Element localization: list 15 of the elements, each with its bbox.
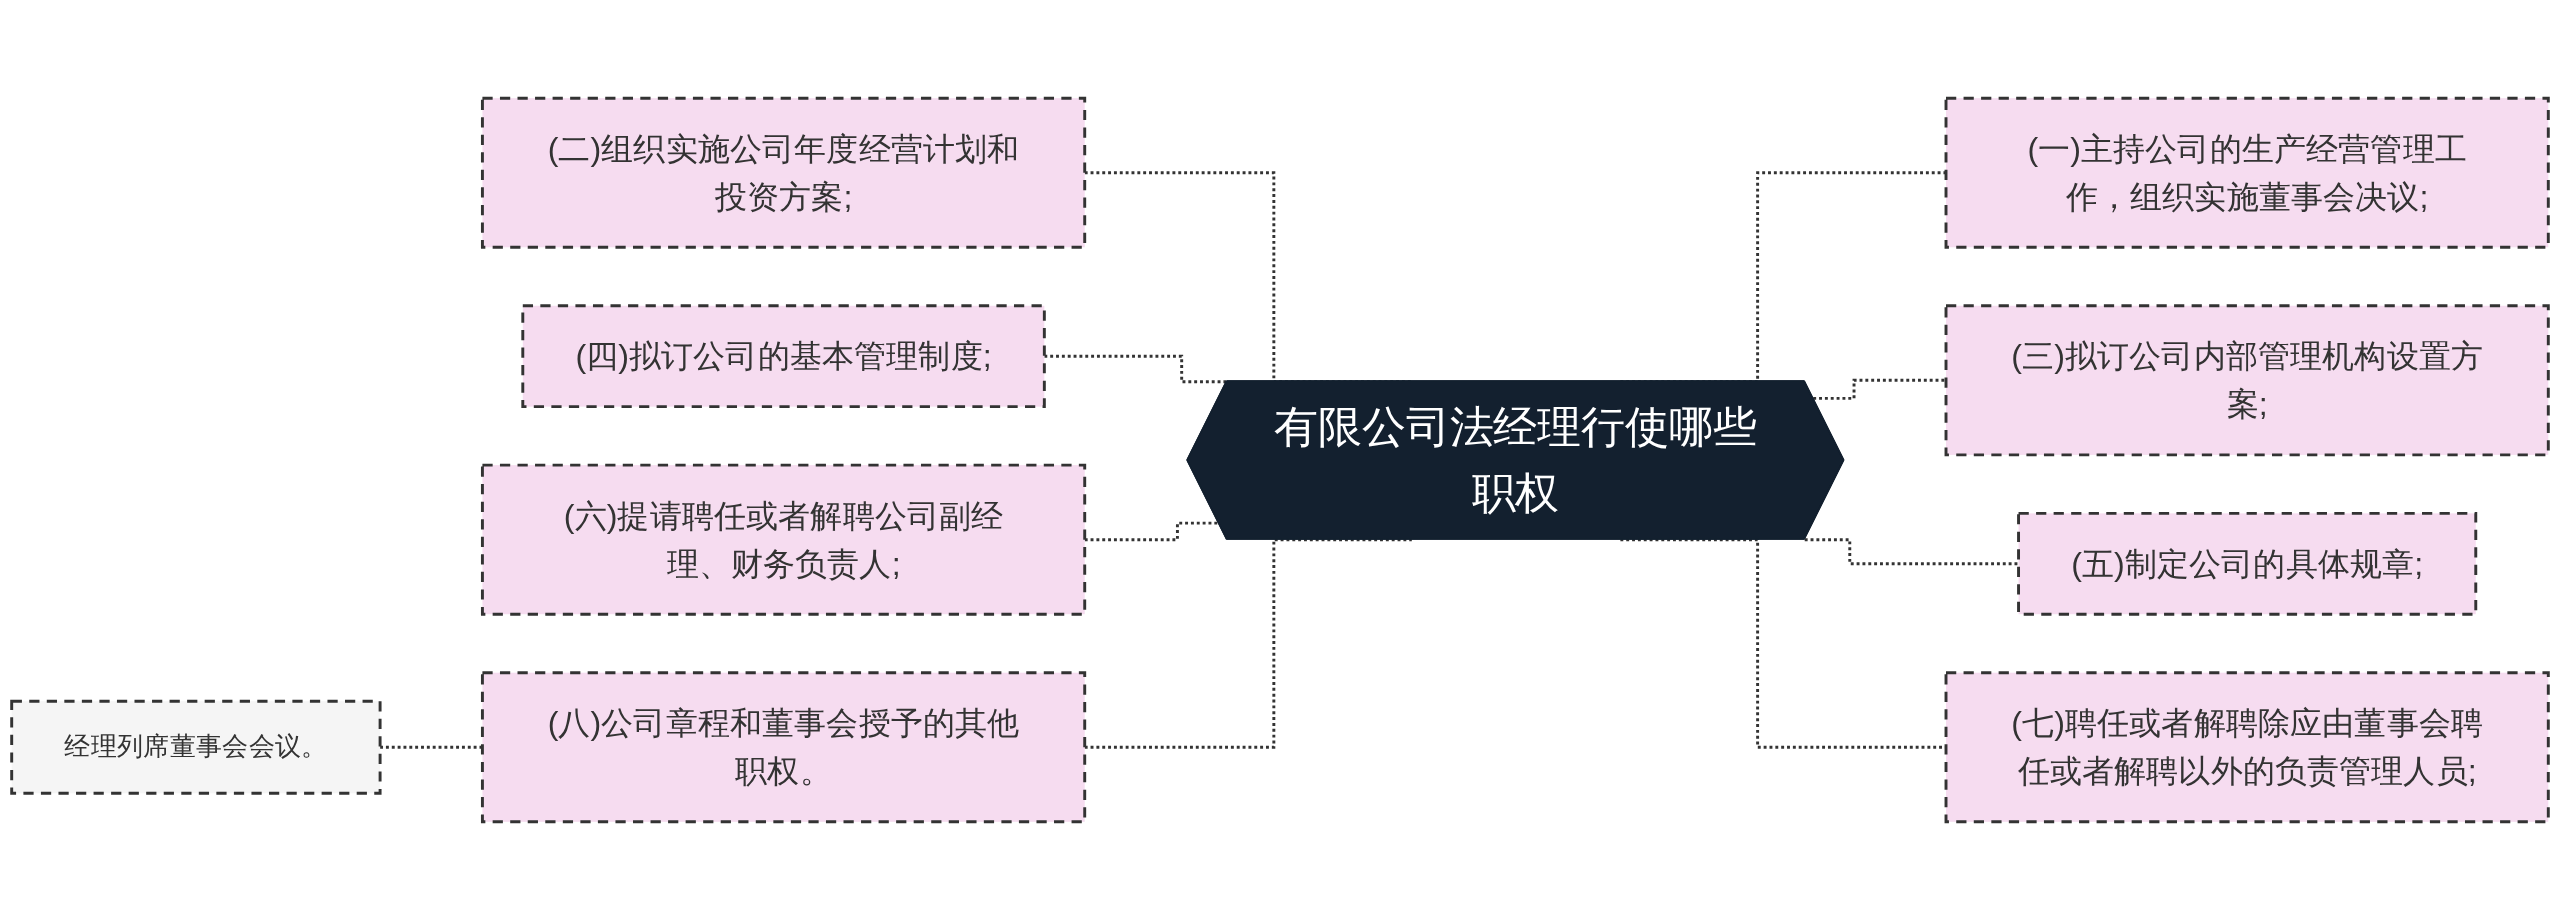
connector [1084, 538, 1412, 749]
node-box: 经理列席董事会会议。 [10, 699, 382, 795]
node-box: (三)拟订公司内部管理机构设置方案; [1944, 304, 2550, 457]
node-box: (七)聘任或者解聘除应由董事会聘任或者解聘以外的负责管理人员; [1944, 671, 2550, 824]
node-box: (八)公司章程和董事会授予的其他职权。 [480, 671, 1087, 824]
node-box: (五)制定公司的具体规章; [2017, 511, 2478, 616]
connector [1084, 521, 1219, 542]
node-box: (一)主持公司的生产经营管理工作，组织实施董事会决议; [1944, 96, 2550, 249]
node-box: (二)组织实施公司年度经营计划和投资方案; [480, 96, 1087, 249]
connector [1044, 354, 1228, 384]
node-box: (六)提请聘任或者解聘公司副经理、财务负责人; [480, 463, 1087, 616]
connector [1804, 538, 2019, 566]
node-box: (四)拟订公司的基本管理制度; [521, 304, 1046, 409]
connector [380, 745, 483, 749]
connector [1813, 378, 1946, 400]
